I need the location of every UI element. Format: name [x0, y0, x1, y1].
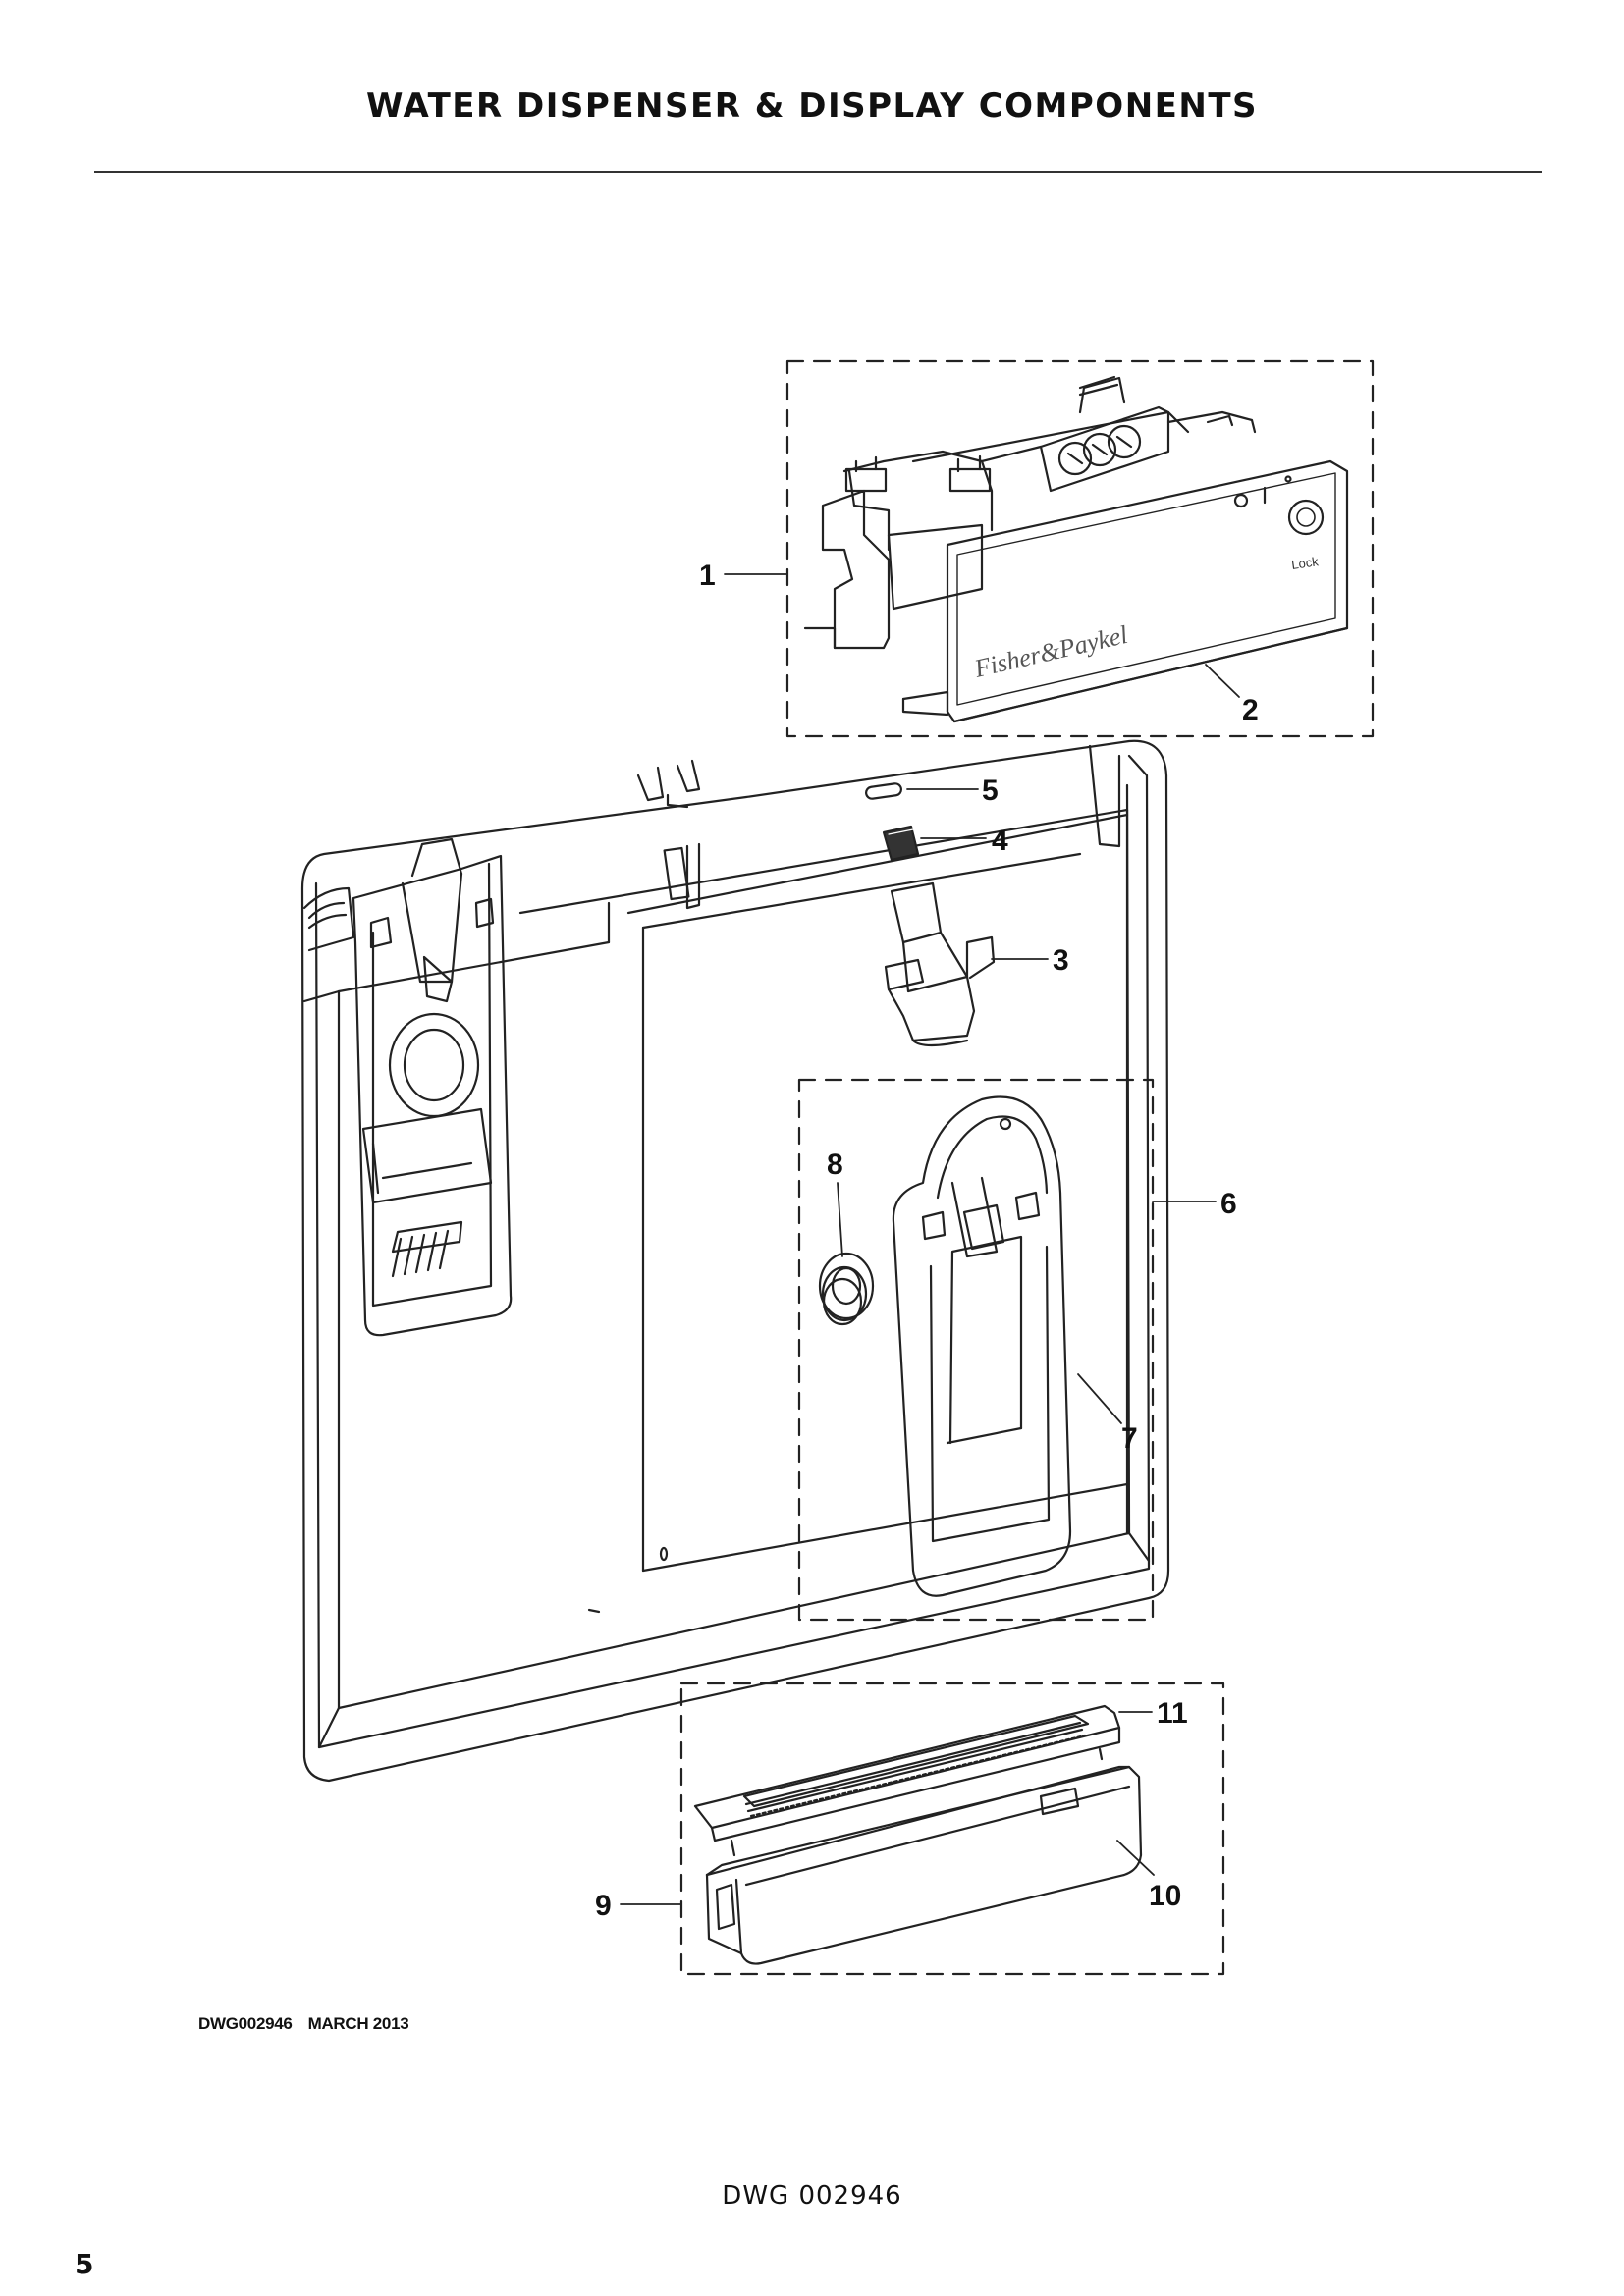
brand-logo-text: Fisher&Paykel [971, 620, 1130, 683]
page-number: 5 [75, 2248, 94, 2280]
leader-lines [620, 573, 1240, 1905]
callout-3: 3 [1053, 944, 1069, 977]
callout-5: 5 [982, 774, 999, 807]
callout-8: 8 [827, 1148, 843, 1181]
part-10-drip-tray [705, 1765, 1143, 1965]
callout-1: 1 [699, 560, 716, 592]
callout-6: 6 [1220, 1188, 1237, 1220]
drawing-date: MARCH 2013 [307, 2014, 409, 2033]
callout-4: 4 [992, 825, 1008, 857]
title-divider [94, 171, 1542, 173]
display-bracket-part [803, 375, 1257, 650]
callout-10: 10 [1149, 1880, 1181, 1912]
callout-2: 2 [1242, 694, 1259, 726]
drawing-id: DWG002946 [198, 2014, 293, 2033]
part-11-grille [693, 1704, 1121, 1857]
dispenser-cover-panel [300, 739, 1170, 1783]
assembly-6-dashed-box [797, 1078, 1155, 1622]
callout-9: 9 [595, 1890, 612, 1922]
part-8-spring [818, 1252, 875, 1326]
display-panel-part [901, 459, 1349, 723]
drawing-reference: DWG002946 MARCH 2013 [198, 2014, 409, 2034]
assembly-9-dashed-box [679, 1682, 1225, 1976]
footer-drawing-number: DWG 002946 [722, 2181, 902, 2211]
callout-11: 11 [1157, 1697, 1188, 1730]
part-7-paddle [892, 1095, 1072, 1597]
part-3-spout [884, 881, 996, 1047]
callout-7: 7 [1121, 1422, 1138, 1455]
assembly-1-dashed-box [785, 359, 1375, 738]
part-4-clip [882, 825, 920, 862]
part-5-seal [865, 782, 902, 800]
lock-button-label: Lock [1290, 554, 1320, 572]
page-title: WATER DISPENSER & DISPLAY COMPONENTS [365, 86, 1259, 126]
